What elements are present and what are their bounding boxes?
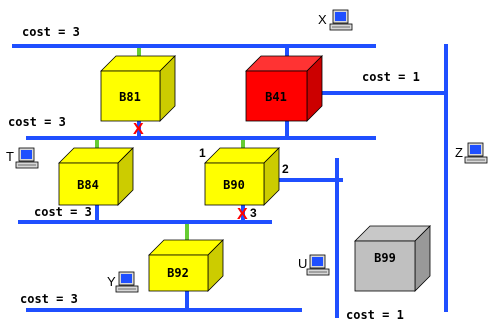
computer-icon bbox=[115, 271, 139, 293]
bridge-b81: B81 bbox=[100, 55, 176, 122]
host-x-label: X bbox=[318, 12, 327, 27]
bridge-b90: B90 bbox=[204, 147, 280, 206]
bridge-b41-label: B41 bbox=[265, 90, 287, 104]
cost-label-right: cost = 1 bbox=[362, 70, 420, 84]
bridge-b90-label: B90 bbox=[223, 178, 245, 192]
host-y-label: Y bbox=[107, 274, 116, 289]
bridge-b99: B99 bbox=[354, 225, 431, 292]
host-u-label: U bbox=[298, 256, 307, 271]
cost-label-bottom-left: cost = 3 bbox=[20, 292, 78, 306]
computer-icon bbox=[464, 142, 488, 164]
bridge-b84-label: B84 bbox=[77, 178, 99, 192]
port-number-3: 3 bbox=[250, 206, 257, 220]
bridge-b99-label: B99 bbox=[374, 251, 396, 265]
host-x: X bbox=[318, 9, 353, 31]
cost-label-top-left: cost = 3 bbox=[22, 25, 80, 39]
computer-icon bbox=[329, 9, 353, 31]
host-z-label: Z bbox=[455, 145, 463, 160]
bridge-b81-label: B81 bbox=[119, 90, 141, 104]
computer-icon bbox=[306, 254, 330, 276]
blocked-port-mark-b90: X bbox=[237, 206, 248, 223]
bridge-b41: B41 bbox=[245, 55, 323, 122]
lan-segments bbox=[12, 44, 448, 318]
blocked-port-mark-b81: X bbox=[133, 121, 144, 138]
bridge-b92-label: B92 bbox=[167, 266, 189, 280]
port-number-1: 1 bbox=[199, 146, 206, 160]
cost-label-lower-left: cost = 3 bbox=[34, 205, 92, 219]
cost-label-bottom-right: cost = 1 bbox=[346, 308, 404, 322]
host-y: Y bbox=[107, 271, 139, 293]
computer-icon bbox=[15, 147, 39, 169]
host-u: U bbox=[298, 254, 330, 276]
host-t-label: T bbox=[6, 149, 14, 164]
host-z: Z bbox=[455, 142, 488, 164]
port-number-2: 2 bbox=[282, 162, 289, 176]
cost-label-middle-left: cost = 3 bbox=[8, 115, 66, 129]
bridge-b92: B92 bbox=[148, 239, 224, 292]
bridge-b84: B84 bbox=[58, 147, 134, 206]
host-t: T bbox=[6, 147, 39, 169]
